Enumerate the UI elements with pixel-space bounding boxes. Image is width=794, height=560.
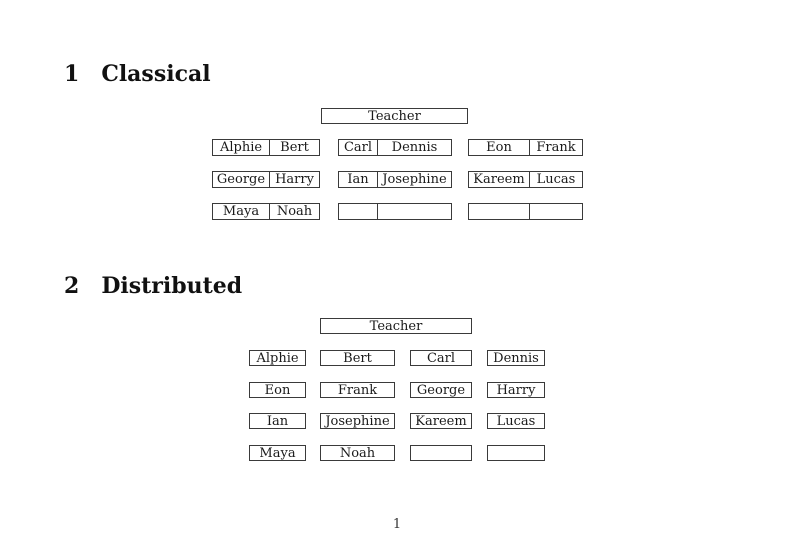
student-box: Maya <box>249 445 306 461</box>
student-box: Carl <box>410 350 472 366</box>
student-pair-box: Maya Noah <box>212 203 320 220</box>
student-box: Bert <box>320 350 395 366</box>
student-pair-box: Carl Dennis <box>338 139 452 156</box>
student-pair-box: Ian Josephine <box>338 171 452 188</box>
student-cell: Carl <box>339 140 378 155</box>
student-label: Maya <box>259 445 296 461</box>
student-pair-box-empty <box>468 203 583 220</box>
student-pair-box: Eon Frank <box>468 139 583 156</box>
student-cell <box>378 204 451 219</box>
student-cell: Dennis <box>391 140 438 155</box>
student-cell: Eon <box>469 140 530 155</box>
student-cell: Lucas <box>536 172 576 187</box>
student-cell: Bert <box>280 140 309 155</box>
student-cell: Noah <box>276 204 313 219</box>
student-box: Eon <box>249 382 306 398</box>
section-title: Distributed <box>101 273 243 299</box>
student-label: Eon <box>264 382 291 398</box>
teacher-label: Teacher <box>368 108 421 124</box>
student-label: Bert <box>343 350 372 366</box>
student-box: Ian <box>249 413 306 429</box>
student-label: Dennis <box>493 350 539 366</box>
student-cell <box>339 204 378 219</box>
student-label: Harry <box>496 382 536 398</box>
student-box: George <box>410 382 472 398</box>
student-box: Kareem <box>410 413 472 429</box>
student-cell: Alphie <box>213 140 270 155</box>
student-box: Alphie <box>249 350 306 366</box>
student-cell: George <box>213 172 270 187</box>
student-label: Ian <box>266 413 289 429</box>
student-box: Lucas <box>487 413 545 429</box>
student-box: Josephine <box>320 413 395 429</box>
student-box: Frank <box>320 382 395 398</box>
teacher-box: Teacher <box>320 318 472 334</box>
student-pair-box: Alphie Bert <box>212 139 320 156</box>
section-number: 2 <box>64 273 80 299</box>
student-box-empty <box>410 445 472 461</box>
student-box: Harry <box>487 382 545 398</box>
page-number: 1 <box>392 517 402 532</box>
student-pair-box: Kareem Lucas <box>468 171 583 188</box>
student-label: Alphie <box>256 350 299 366</box>
student-cell: Josephine <box>382 172 447 187</box>
student-pair-box: George Harry <box>212 171 320 188</box>
student-label: Josephine <box>325 413 390 429</box>
student-label: George <box>416 382 466 398</box>
student-cell: Maya <box>213 204 270 219</box>
student-cell <box>530 204 582 219</box>
student-label: Carl <box>426 350 456 366</box>
student-cell: Frank <box>536 140 576 155</box>
student-box: Noah <box>320 445 395 461</box>
student-cell <box>469 204 530 219</box>
student-box: Dennis <box>487 350 545 366</box>
student-box-empty <box>487 445 545 461</box>
student-cell: Ian <box>339 172 378 187</box>
student-label: Noah <box>339 445 376 461</box>
section-heading-classical: 1 Classical <box>64 62 211 86</box>
student-label: Kareem <box>415 413 467 429</box>
student-label: Lucas <box>496 413 536 429</box>
section-number: 1 <box>64 61 80 87</box>
teacher-box: Teacher <box>321 108 468 124</box>
student-label: Frank <box>337 382 378 398</box>
student-cell: Kareem <box>469 172 530 187</box>
teacher-label: Teacher <box>369 318 423 334</box>
section-title: Classical <box>101 61 211 87</box>
section-heading-distributed: 2 Distributed <box>64 274 242 298</box>
student-cell: Harry <box>275 172 314 187</box>
student-pair-box-empty <box>338 203 452 220</box>
